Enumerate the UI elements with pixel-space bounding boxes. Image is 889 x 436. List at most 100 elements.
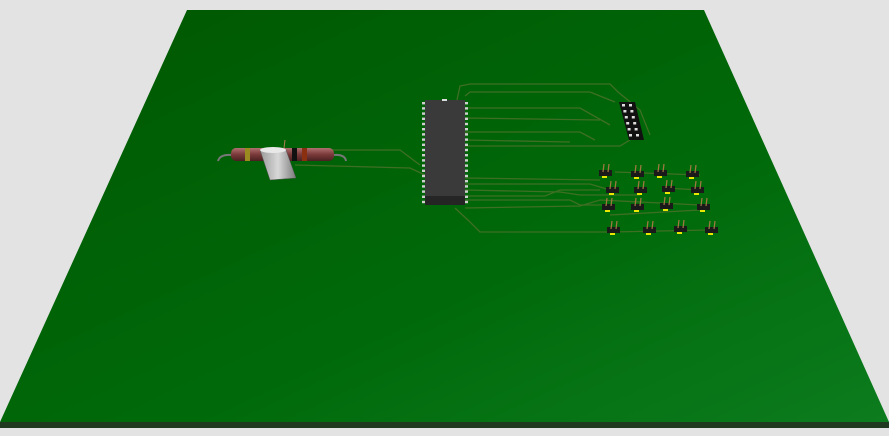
header-pins bbox=[622, 104, 639, 137]
ic-pin bbox=[422, 154, 425, 157]
tactile-switch[interactable] bbox=[686, 164, 699, 179]
tactile-switch[interactable] bbox=[606, 180, 619, 195]
tactile-switch[interactable] bbox=[705, 220, 718, 235]
header-pin bbox=[627, 128, 631, 131]
switch-lead bbox=[705, 197, 708, 207]
switch-body bbox=[654, 170, 667, 176]
switch-lead bbox=[646, 220, 649, 230]
switch-body bbox=[686, 171, 699, 177]
switch-lead bbox=[614, 180, 617, 190]
switch-body bbox=[631, 171, 644, 177]
ic-pin bbox=[465, 154, 468, 157]
header-pin bbox=[626, 122, 630, 125]
header-pin bbox=[636, 134, 639, 137]
switch-lead bbox=[700, 197, 703, 207]
solder-pad bbox=[634, 177, 639, 179]
ic-pin bbox=[422, 102, 425, 105]
ic-pin bbox=[465, 174, 468, 178]
switch-body bbox=[634, 187, 647, 193]
tactile-switch[interactable] bbox=[654, 163, 667, 178]
solder-pad bbox=[634, 210, 639, 212]
header-pin bbox=[629, 134, 632, 137]
ic-pin bbox=[465, 148, 468, 152]
crystal-top bbox=[260, 147, 286, 153]
ic-pin bbox=[465, 159, 468, 162]
solder-pad bbox=[609, 193, 614, 195]
switch-lead bbox=[694, 180, 697, 190]
switch-lead bbox=[662, 163, 665, 173]
copper-trace bbox=[465, 139, 631, 147]
tactile-switch[interactable] bbox=[643, 220, 656, 235]
ic-body-side bbox=[425, 196, 465, 205]
switch-lead bbox=[689, 164, 692, 174]
ic-pin bbox=[422, 128, 425, 131]
tactile-switch[interactable] bbox=[602, 197, 615, 212]
solder-pad bbox=[665, 192, 670, 194]
crystal-oscillator[interactable] bbox=[259, 139, 297, 181]
copper-trace bbox=[465, 131, 596, 141]
switch-body bbox=[691, 187, 704, 193]
solder-pad bbox=[646, 233, 651, 235]
pin-header[interactable] bbox=[619, 102, 644, 140]
ic-pin bbox=[422, 107, 425, 110]
switch-lead bbox=[694, 164, 697, 174]
tactile-switch[interactable] bbox=[662, 179, 675, 194]
ic-pin bbox=[465, 133, 468, 136]
switch-lead bbox=[634, 197, 637, 207]
switch-lead bbox=[615, 220, 618, 230]
switch-body bbox=[606, 187, 619, 193]
switch-body bbox=[631, 204, 644, 210]
ic-pin bbox=[422, 185, 425, 188]
ic-body bbox=[425, 100, 465, 205]
resistor-lead-right bbox=[332, 153, 347, 162]
ic-pin bbox=[465, 190, 468, 193]
switch-lead bbox=[699, 180, 702, 190]
resistor-band bbox=[302, 148, 307, 161]
tactile-switch[interactable] bbox=[607, 220, 620, 235]
ic-pin bbox=[422, 195, 425, 198]
switch-body bbox=[674, 226, 687, 232]
crystal-lead bbox=[283, 139, 286, 149]
switch-lead bbox=[665, 179, 668, 189]
ic-pin bbox=[465, 143, 468, 146]
solder-pad bbox=[602, 176, 607, 178]
switch-lead bbox=[610, 220, 613, 230]
tactile-switch[interactable] bbox=[631, 197, 644, 212]
solder-pad bbox=[689, 177, 694, 179]
copper-trace bbox=[464, 91, 616, 103]
ic-pin bbox=[465, 200, 468, 204]
tactile-switch[interactable] bbox=[691, 180, 704, 195]
header-pin bbox=[633, 122, 637, 125]
copper-trace bbox=[465, 189, 600, 197]
solder-pad bbox=[637, 193, 642, 195]
switch-body bbox=[660, 203, 673, 209]
ic-pins bbox=[422, 102, 468, 204]
switch-body bbox=[662, 186, 675, 192]
solder-pad bbox=[700, 210, 705, 212]
tactile-switch[interactable] bbox=[660, 196, 673, 211]
resistor-band bbox=[292, 148, 297, 161]
tactile-switch[interactable] bbox=[631, 164, 644, 179]
ic-pin bbox=[422, 180, 425, 183]
solder-pad bbox=[657, 176, 662, 178]
ic-pin bbox=[465, 180, 468, 183]
switch-lead bbox=[634, 164, 637, 174]
ic-chip-dip40[interactable] bbox=[422, 99, 468, 205]
ic-pin bbox=[465, 164, 468, 167]
tactile-switch[interactable] bbox=[674, 219, 687, 234]
copper-trace bbox=[465, 183, 611, 191]
ic-pin bbox=[465, 185, 468, 188]
tactile-switch[interactable] bbox=[599, 163, 612, 178]
solder-pad bbox=[610, 233, 615, 235]
tactile-switch[interactable] bbox=[634, 180, 647, 195]
tactile-switch[interactable] bbox=[697, 197, 710, 212]
copper-traces bbox=[294, 83, 711, 233]
ic-pin bbox=[422, 138, 425, 141]
resistor-lead-left bbox=[217, 153, 233, 162]
copper-trace bbox=[464, 117, 601, 121]
switch-body bbox=[602, 204, 615, 210]
copper-trace bbox=[456, 83, 651, 136]
switch-lead bbox=[668, 196, 671, 206]
solder-pad bbox=[605, 210, 610, 212]
